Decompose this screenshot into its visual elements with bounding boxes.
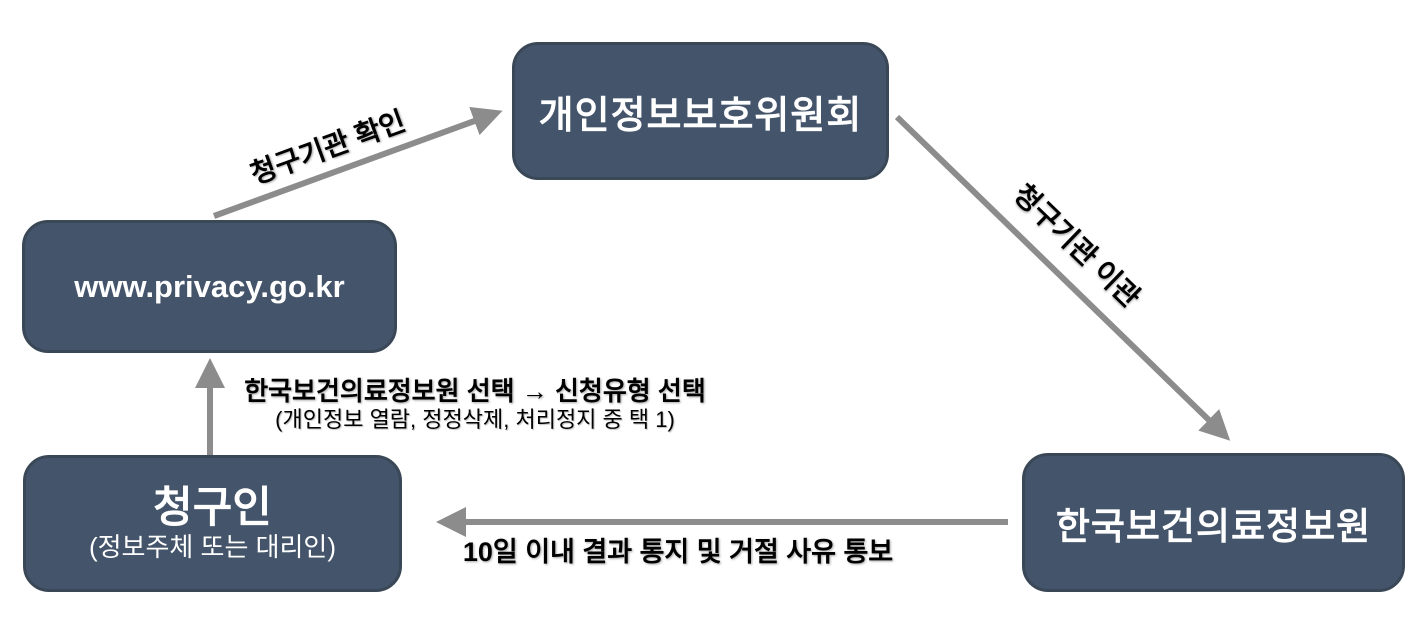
edge-label-transfer: 청구기관 이관 xyxy=(1007,178,1147,314)
node-khis: 한국보건의료정보원 xyxy=(1022,453,1405,592)
edge-label-verify: 청구기관 확인 xyxy=(246,105,410,190)
node-claimant-subtitle: (정보주체 또는 대리인) xyxy=(88,531,337,562)
edge-label-select-sub: (개인정보 열람, 정정삭제, 처리정지 중 택 1) xyxy=(275,407,675,432)
node-privacy-site-label: www.privacy.go.kr xyxy=(74,268,345,304)
node-claimant: 청구인 (정보주체 또는 대리인) xyxy=(23,455,402,592)
edge-label-select-main: 한국보건의료정보원 선택 → 신청유형 선택 xyxy=(244,376,706,406)
node-commission: 개인정보보호위원회 xyxy=(512,42,889,180)
node-khis-label: 한국보건의료정보원 xyxy=(1055,505,1372,547)
arrow-transfer xyxy=(894,114,1231,441)
node-privacy-site: www.privacy.go.kr xyxy=(22,220,397,353)
node-claimant-title: 청구인 xyxy=(153,483,272,532)
edge-label-select: 한국보건의료정보원 선택 → 신청유형 선택 (개인정보 열람, 정정삭제, 처… xyxy=(225,376,725,433)
node-commission-label: 개인정보보호위원회 xyxy=(538,94,863,137)
edge-label-notify: 10일 이내 결과 통지 및 거절 사유 통보 xyxy=(462,537,894,567)
